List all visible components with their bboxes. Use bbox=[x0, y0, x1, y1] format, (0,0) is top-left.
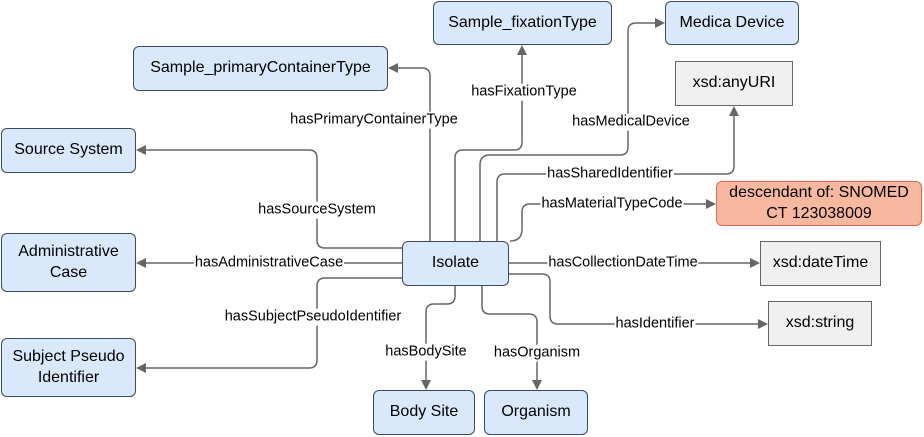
edge-label-has-material-type-code: hasMaterialTypeCode bbox=[540, 195, 684, 213]
node-label: Sample_fixationType bbox=[448, 13, 597, 31]
edge-label-has-fixation-type: hasFixationType bbox=[470, 83, 578, 101]
edge-label-has-medical-device: hasMedicalDevice bbox=[571, 113, 691, 131]
edge-label-has-body-site: hasBodySite bbox=[384, 343, 468, 361]
node-label: xsd:anyURI bbox=[692, 74, 776, 92]
node-subject-pseudo-identifier: Subject Pseudo Identifier bbox=[1, 338, 136, 397]
node-label: Organism bbox=[501, 403, 571, 421]
edge-has-identifier bbox=[509, 273, 758, 325]
edge-label-has-organism: hasOrganism bbox=[492, 344, 582, 362]
edge-has-medical-device bbox=[479, 22, 655, 241]
arrowhead bbox=[758, 319, 768, 329]
edge-label-has-collection-date-time: hasCollectionDateTime bbox=[547, 254, 699, 272]
arrowhead bbox=[532, 380, 542, 390]
arrowhead bbox=[655, 18, 665, 28]
node-label: Body Site bbox=[389, 403, 459, 421]
arrowhead bbox=[421, 380, 431, 390]
node-xsd-anyuri: xsd:anyURI bbox=[675, 61, 793, 106]
edge-has-material-type-code bbox=[509, 203, 706, 242]
arrowhead bbox=[706, 199, 716, 209]
arrowhead bbox=[136, 363, 146, 373]
node-xsd-datetime: xsd:dateTime bbox=[760, 241, 881, 286]
edge-label-has-primary-container-type: hasPrimaryContainerType bbox=[289, 111, 459, 129]
edge-has-organism bbox=[481, 286, 538, 380]
node-label-line1: Subject Pseudo bbox=[12, 347, 125, 365]
arrowhead bbox=[729, 106, 739, 116]
arrowhead bbox=[136, 145, 146, 155]
node-isolate: Isolate bbox=[402, 241, 509, 286]
edge-has-primary-container-type bbox=[398, 67, 431, 241]
node-sample-primary-container-type: Sample_primaryContainerType bbox=[133, 46, 388, 91]
arrowhead bbox=[136, 258, 146, 268]
node-administrative-case: Administrative Case bbox=[1, 233, 136, 292]
arrowhead bbox=[517, 45, 527, 55]
edge-label-has-source-system: hasSourceSystem bbox=[257, 201, 377, 219]
node-label: Isolate bbox=[431, 254, 480, 272]
edge-has-fixation-type bbox=[454, 54, 523, 241]
node-label: Medica Device bbox=[679, 13, 785, 31]
arrowhead bbox=[388, 63, 398, 73]
node-body-site: Body Site bbox=[373, 390, 475, 435]
edge-label-has-identifier: hasIdentifier bbox=[614, 315, 696, 333]
node-organism: Organism bbox=[484, 390, 588, 435]
node-label-line2: Case bbox=[49, 263, 88, 281]
node-label-line2: Identifier bbox=[37, 368, 100, 386]
node-label-line2: CT 123038009 bbox=[766, 204, 872, 222]
edge-has-source-system bbox=[146, 149, 402, 249]
node-sample-fixation-type: Sample_fixationType bbox=[433, 1, 612, 45]
node-label-line1: descendant of: SNOMED bbox=[729, 183, 909, 201]
node-label: xsd:dateTime bbox=[772, 254, 869, 272]
edge-label-has-subject-pseudo-identifier: hasSubjectPseudoIdentifier bbox=[223, 308, 403, 326]
node-medica-device: Medica Device bbox=[665, 1, 799, 45]
node-source-system: Source System bbox=[1, 128, 136, 173]
edge-label-has-shared-identifier: hasSharedIdentifier bbox=[546, 165, 674, 183]
edge-has-body-site bbox=[425, 286, 456, 380]
node-descendant-snomed: descendant of: SNOMED CT 123038009 bbox=[716, 181, 922, 226]
node-label: Source System bbox=[14, 141, 123, 159]
node-label: Sample_primaryContainerType bbox=[150, 59, 371, 77]
arrowhead bbox=[750, 258, 760, 268]
node-label-line1: Administrative bbox=[18, 242, 119, 260]
node-xsd-string: xsd:string bbox=[768, 301, 872, 346]
edge-label-has-administrative-case: hasAdministrativeCase bbox=[193, 254, 345, 272]
node-label: xsd:string bbox=[785, 314, 855, 332]
